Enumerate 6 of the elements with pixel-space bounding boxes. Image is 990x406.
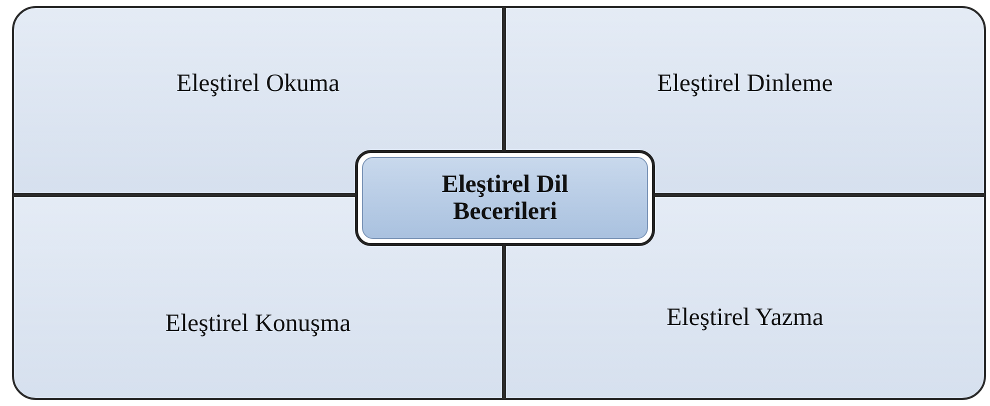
node-label: Eleştirel Dil Becerileri (440, 170, 570, 226)
node-label: Eleştirel Okuma (176, 70, 340, 98)
node-label: Eleştirel Konuşma (165, 310, 351, 338)
center-box (355, 150, 655, 246)
node-label: Eleştirel Yazma (666, 304, 824, 332)
node-label: Eleştirel Dinleme (657, 70, 833, 98)
